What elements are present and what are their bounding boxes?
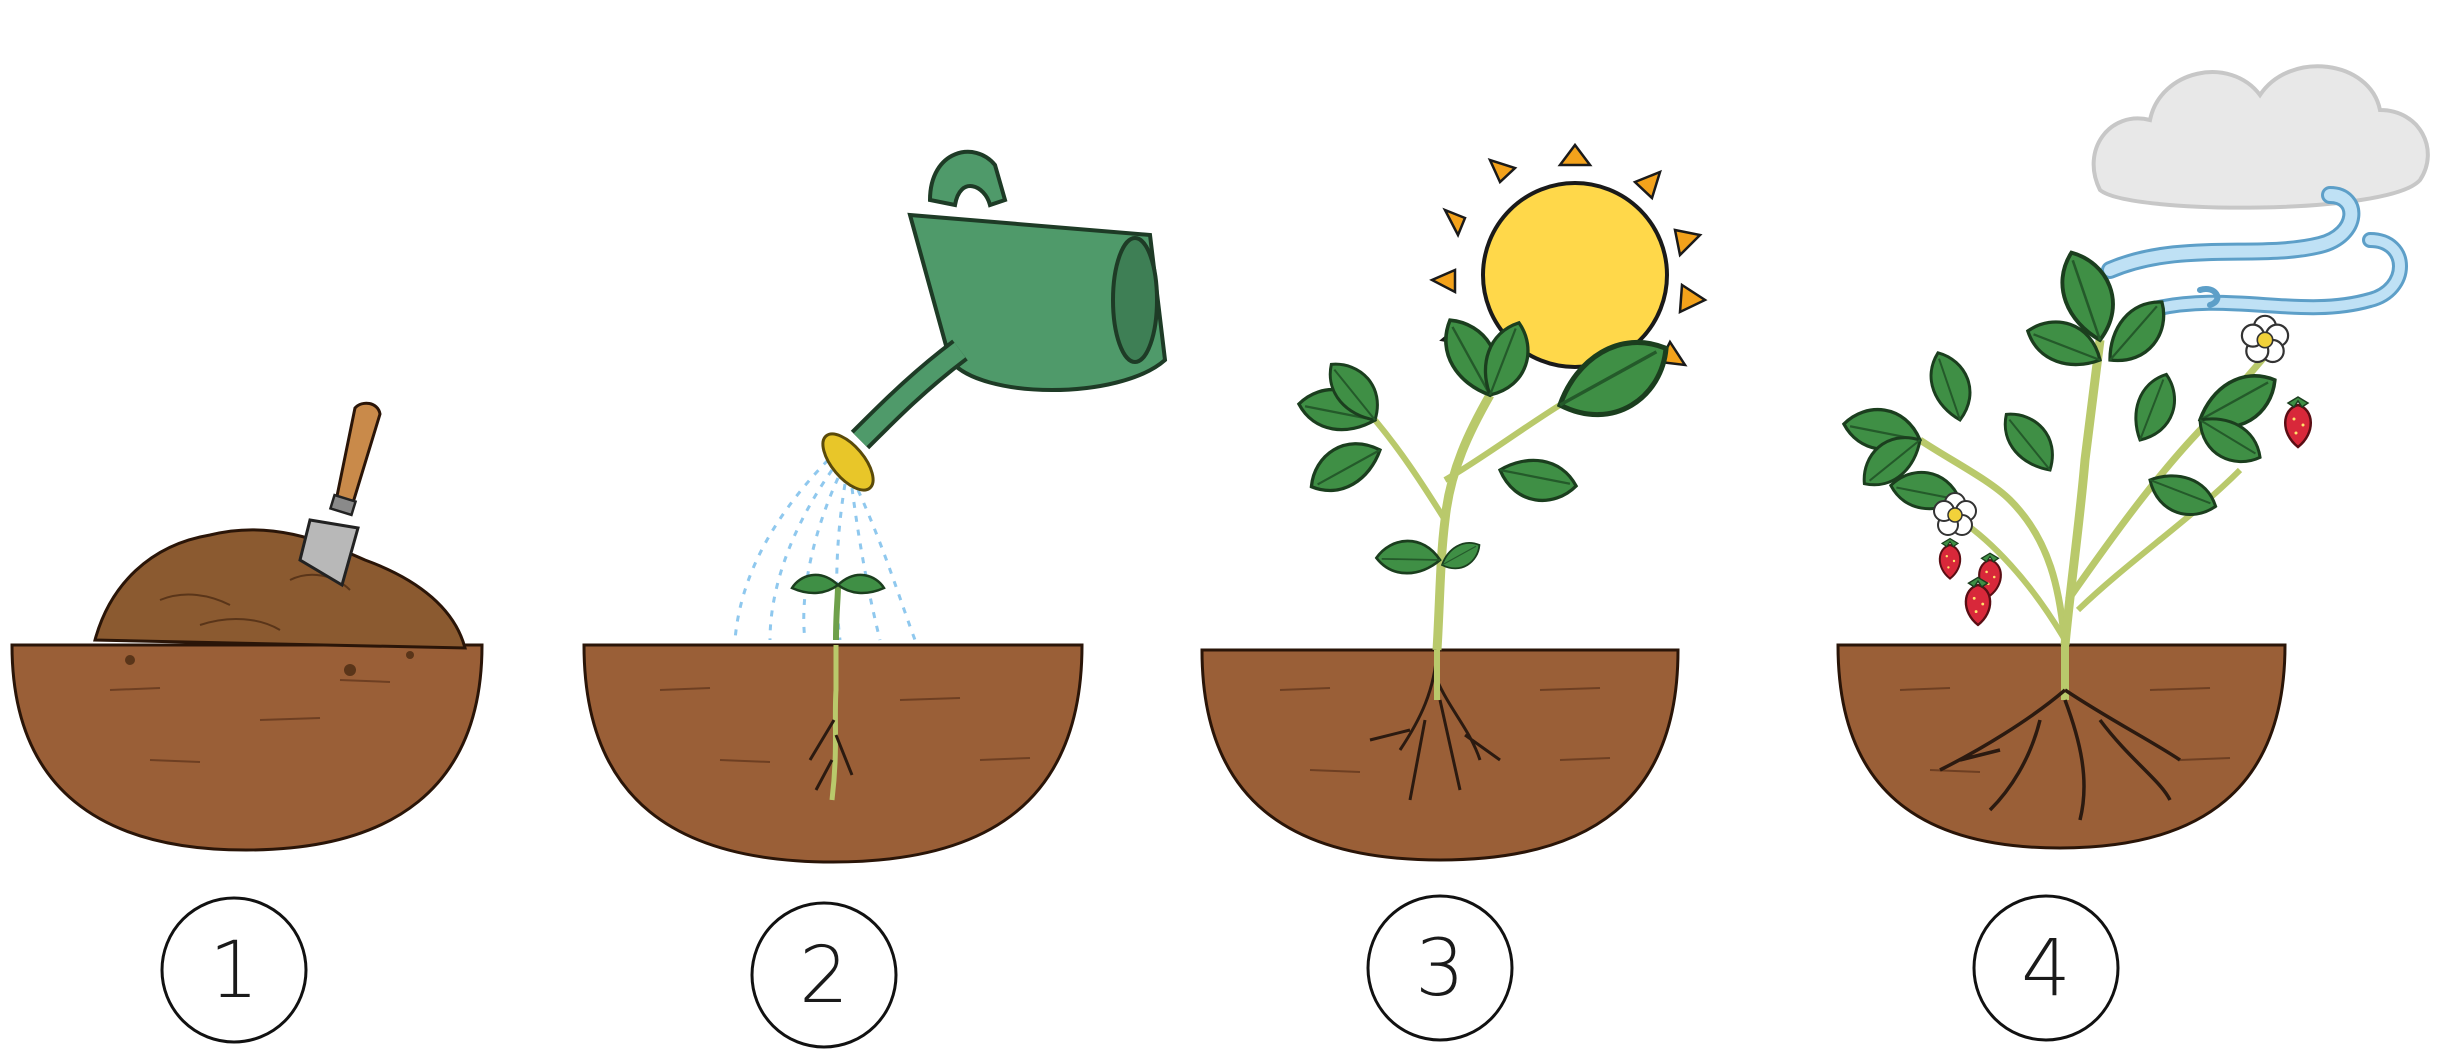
wind-icon bbox=[2110, 195, 2400, 310]
step-number-label: 1 bbox=[209, 926, 259, 1016]
soil-bowl bbox=[12, 645, 482, 850]
soil-mound bbox=[95, 530, 465, 648]
step-number-label: 2 bbox=[799, 931, 849, 1021]
trowel-icon bbox=[300, 403, 380, 585]
step-2-panel: 2 bbox=[584, 152, 1165, 1047]
step-number-label: 3 bbox=[1415, 924, 1465, 1014]
step-1-panel: 1 bbox=[12, 403, 482, 1042]
water-droplets bbox=[735, 460, 915, 640]
watering-can-icon bbox=[814, 152, 1165, 499]
cloud-icon bbox=[2094, 66, 2428, 207]
step-3-panel: 3 bbox=[1202, 145, 1705, 1040]
step-4-panel: 4 bbox=[1838, 66, 2428, 1040]
step-number-label: 4 bbox=[2021, 924, 2071, 1014]
